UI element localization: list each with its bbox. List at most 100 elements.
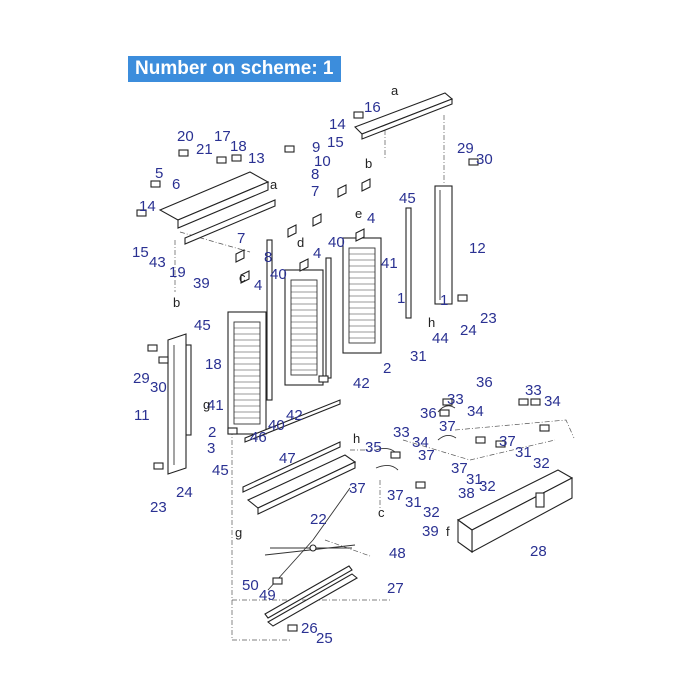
bracket-part-16: [354, 92, 454, 140]
part-label-39: 39: [422, 523, 439, 540]
bottom-strip-27: [264, 565, 358, 627]
core-fins: [234, 253, 375, 419]
part-label-43: 43: [149, 254, 166, 271]
part-label-37: 37: [499, 433, 516, 450]
radiator-core-right: [342, 237, 382, 354]
part-label-13: 13: [248, 150, 265, 167]
part-label-33: 33: [447, 391, 464, 408]
part-label-10: 10: [314, 153, 331, 170]
part-label-29: 29: [457, 140, 474, 157]
part-label-38: 38: [458, 485, 475, 502]
part-label-2: 2: [208, 424, 216, 441]
part-label-23: 23: [150, 499, 167, 516]
part-label-17: 17: [214, 128, 231, 145]
cross-brace-48: [264, 487, 356, 591]
part-label-33: 33: [393, 424, 410, 441]
part-label-5: 5: [155, 165, 163, 182]
part-label-41: 41: [381, 255, 398, 272]
part-label-32: 32: [533, 455, 550, 472]
part-label-31: 31: [405, 494, 422, 511]
part-label-49: 49: [259, 587, 276, 604]
part-label-8: 8: [264, 249, 272, 266]
bracket-part-13: [158, 171, 276, 245]
bottom-plate-22: [242, 399, 357, 515]
part-label-45: 45: [399, 190, 416, 207]
part-label-45: 45: [194, 317, 211, 334]
part-label-50: 50: [242, 577, 259, 594]
connection-letter-a: a: [391, 83, 399, 98]
part-label-35: 35: [365, 439, 382, 456]
part-label-31: 31: [410, 348, 427, 365]
part-label-32: 32: [479, 478, 496, 495]
part-label-18: 18: [205, 356, 222, 373]
part-label-11: 11: [134, 407, 150, 424]
part-label-33: 33: [525, 382, 542, 399]
part-label-40: 40: [270, 266, 287, 283]
connection-letter-h: h: [353, 431, 360, 446]
part-label-26: 26: [301, 620, 318, 637]
part-label-27: 27: [387, 580, 404, 597]
part-label-4: 4: [313, 245, 321, 262]
part-label-36: 36: [476, 374, 493, 391]
part-label-21: 21: [196, 141, 213, 158]
connection-letter-c: c: [239, 270, 246, 285]
part-label-1: 1: [440, 292, 448, 309]
part-label-16: 16: [364, 99, 381, 116]
part-label-1: 1: [397, 290, 405, 307]
part-label-7: 7: [311, 183, 319, 200]
part-label-41: 41: [207, 397, 224, 414]
connection-letter-d: d: [297, 235, 304, 250]
part-label-4: 4: [367, 210, 375, 227]
support-column-12: [434, 185, 453, 305]
part-label-37: 37: [439, 418, 456, 435]
part-label-42: 42: [286, 407, 303, 424]
part-label-37: 37: [387, 487, 404, 504]
part-label-44: 44: [432, 330, 449, 347]
scheme-number-banner: Number on scheme: 1: [128, 56, 341, 82]
part-label-23: 23: [480, 310, 497, 327]
part-label-39: 39: [193, 275, 210, 292]
part-label-15: 15: [132, 244, 149, 261]
radiator-core-middle: [284, 269, 324, 386]
connection-letter-e: e: [355, 206, 362, 221]
part-label-3: 3: [207, 440, 215, 457]
part-label-7: 7: [237, 230, 245, 247]
part-label-46: 46: [250, 429, 267, 446]
support-column-11: [167, 333, 187, 475]
part-label-29: 29: [133, 370, 150, 387]
part-label-20: 20: [177, 128, 194, 145]
part-label-24: 24: [176, 484, 193, 501]
radiator-core-left: [227, 311, 267, 435]
part-label-8: 8: [311, 166, 319, 183]
part-label-37: 37: [418, 447, 435, 464]
part-label-2: 2: [383, 360, 391, 377]
part-label-4: 4: [254, 277, 262, 294]
part-label-28: 28: [530, 543, 547, 560]
part-label-6: 6: [172, 176, 180, 193]
part-label-19: 19: [169, 264, 186, 281]
hose-clamps: [375, 405, 457, 471]
part-label-9: 9: [312, 139, 320, 156]
part-label-31: 31: [515, 444, 532, 461]
part-label-47: 47: [279, 450, 296, 467]
connection-letter-c: c: [378, 505, 385, 520]
connection-letter-a: a: [270, 177, 278, 192]
part-label-14: 14: [139, 198, 156, 215]
part-label-14: 14: [329, 116, 346, 133]
part-label-22: 22: [310, 511, 327, 528]
part-label-15: 15: [327, 134, 344, 151]
part-label-34: 34: [412, 434, 429, 451]
part-label-25: 25: [316, 630, 333, 647]
part-label-34: 34: [467, 403, 484, 420]
part-label-30: 30: [476, 151, 493, 168]
part-label-37: 37: [349, 480, 366, 497]
part-label-31: 31: [466, 471, 483, 488]
bolts-and-clips: [136, 111, 550, 632]
connection-letter-b: b: [365, 156, 372, 171]
connection-letter-b: b: [173, 295, 180, 310]
seal-strips: [185, 207, 412, 436]
part-label-32: 32: [423, 504, 440, 521]
